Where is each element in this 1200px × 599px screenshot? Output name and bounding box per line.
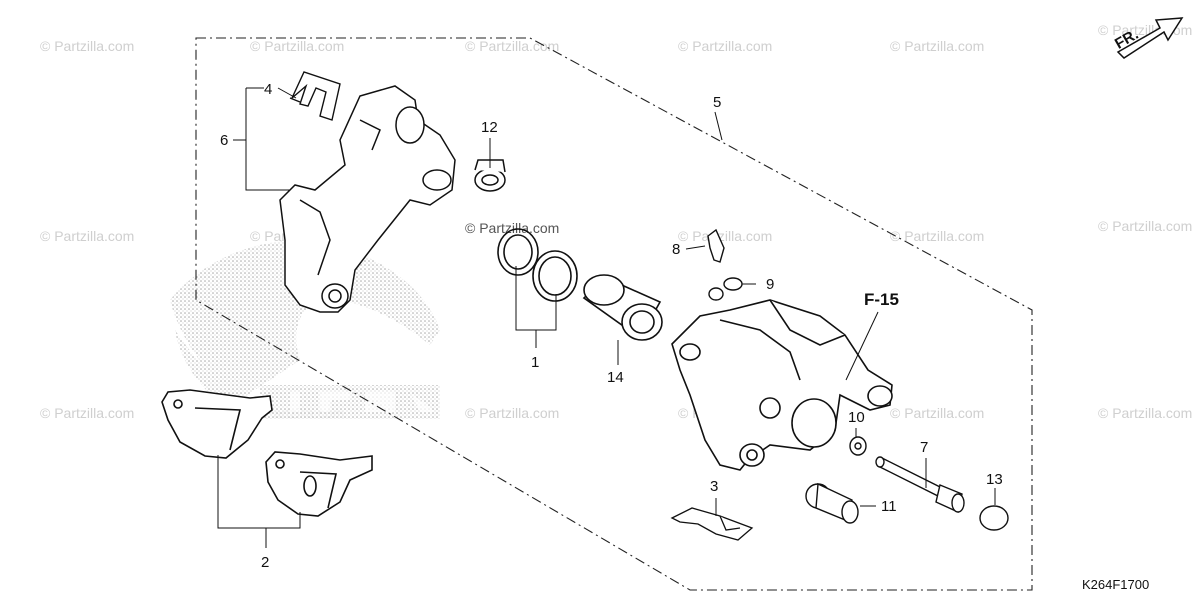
watermark: © Partzilla.com [890, 228, 985, 244]
boot-part-11 [805, 482, 859, 524]
callout-2: 2 [261, 554, 270, 571]
watermark: © Partzilla.com [40, 38, 135, 54]
diagram-code: K264F1700 [1082, 577, 1150, 592]
callout-10: 10 [848, 409, 865, 426]
piston-part-14 [582, 274, 663, 341]
watermark: © Partzilla.com [890, 405, 985, 421]
bleeder-cap-part-9 [708, 277, 743, 301]
callout-12: 12 [481, 119, 498, 136]
callout-9: 9 [766, 276, 775, 293]
callout-8: 8 [672, 241, 681, 258]
retainer-clip-part-3 [670, 507, 754, 541]
watermark: © Partzilla.com [1098, 218, 1193, 234]
watermark: © Partzilla.com [465, 38, 560, 54]
callout-3: 3 [710, 478, 719, 495]
assembly-outline [195, 37, 1033, 591]
watermark: © Partzilla.com [890, 38, 985, 54]
leader-lines [217, 87, 996, 548]
pin-bolt-part-7 [875, 456, 965, 513]
watermark: © Partzilla.com [678, 228, 773, 244]
callout-7: 7 [920, 439, 929, 456]
callout-5: 5 [713, 94, 722, 111]
bleeder-screw-part-8 [707, 228, 725, 263]
caliper-bracket-part-6 [279, 85, 456, 313]
callout-4: 4 [264, 81, 273, 98]
piston-seal-part-1 [497, 228, 578, 302]
watermark: © Partzilla.com [465, 405, 560, 421]
callout-14: 14 [607, 369, 624, 386]
watermark: © Partzilla.com [250, 38, 345, 54]
watermark: © Partzilla.com [1098, 405, 1193, 421]
watermark: © Partzilla.com [40, 405, 135, 421]
dust-cap-part-12 [474, 159, 506, 192]
cap-part-13 [979, 505, 1009, 531]
front-direction-arrow [1116, 17, 1184, 59]
callout-13: 13 [986, 471, 1003, 488]
pad-spring-part-4 [289, 71, 341, 121]
callout-11: 11 [881, 498, 897, 515]
watermark: © Partzilla.com [465, 220, 560, 236]
brake-pad-part-2 [161, 389, 373, 517]
callout-1: 1 [531, 354, 540, 371]
callout-6: 6 [220, 132, 229, 149]
washer-part-10 [849, 436, 867, 456]
reference-label: F-15 [864, 290, 899, 309]
watermark: © Partzilla.com [40, 228, 135, 244]
watermark: © Partzilla.com [678, 38, 773, 54]
caliper-body-part-5 [671, 299, 893, 471]
